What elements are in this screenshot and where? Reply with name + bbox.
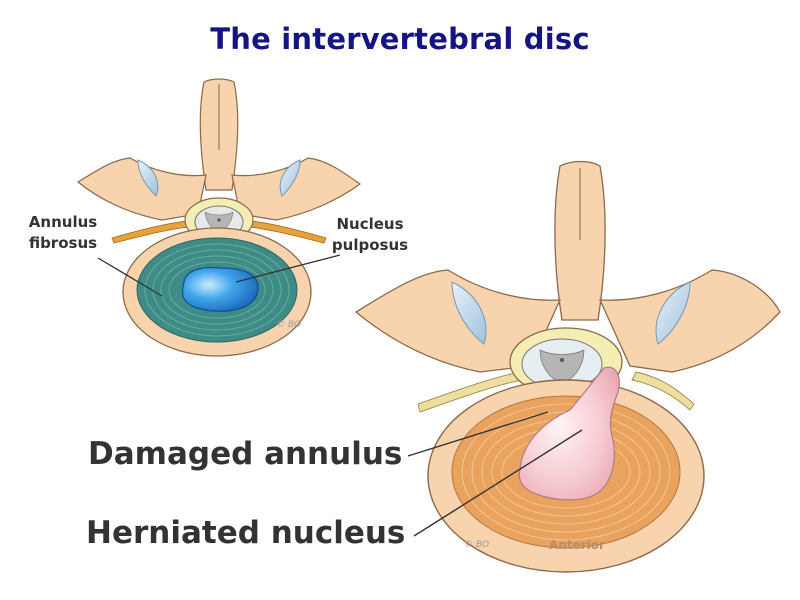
right-facet-cartilage-large — [655, 281, 691, 345]
leader-annulus-fibrosus — [97, 257, 163, 297]
herniated-nucleus-shape — [518, 366, 620, 501]
label-nucleus-pulposus-line2: pulposus — [331, 236, 409, 254]
label-annulus-fibrosus-line2: fibrosus — [28, 234, 98, 252]
left-facet-cartilage — [137, 159, 159, 197]
right-transverse-process-large — [598, 269, 781, 373]
label-herniated-nucleus: Herniated nucleus — [86, 515, 406, 551]
grey-matter — [204, 211, 234, 233]
left-nerve-root-large — [417, 371, 523, 413]
right-nerve-root-large — [631, 371, 695, 411]
label-nucleus-pulposus-line1: Nucleus — [336, 215, 404, 233]
left-transverse-process — [76, 157, 207, 221]
grey-matter-large — [539, 349, 585, 383]
healthy-vertebra — [76, 78, 362, 357]
page-title: The intervertebral disc — [210, 22, 590, 56]
label-annulus-fibrosus-line1: Annulus — [28, 213, 98, 231]
credit-large: © BO — [464, 540, 490, 550]
right-nerve-root — [239, 219, 327, 244]
left-facet-cartilage-large — [451, 281, 487, 345]
leader-nucleus-pulposus — [235, 254, 341, 283]
leader-herniated-nucleus — [413, 429, 583, 537]
left-nerve-root — [111, 219, 199, 244]
left-transverse-process-large — [354, 269, 562, 373]
label-nucleus-pulposus: Nucleus pulposus — [322, 214, 418, 256]
herniated-vertebra — [354, 160, 781, 573]
right-transverse-process — [231, 157, 362, 221]
spinous-process-large — [554, 160, 606, 321]
label-damaged-annulus: Damaged annulus — [88, 436, 403, 472]
leader-damaged-annulus — [407, 411, 549, 457]
label-annulus-fibrosus: Annulus fibrosus — [20, 212, 106, 254]
credit-small: © BO — [276, 320, 302, 330]
right-facet-cartilage — [279, 159, 301, 197]
label-anterior: Anterior — [549, 538, 605, 552]
nucleus-pulposus-healthy — [181, 266, 259, 312]
